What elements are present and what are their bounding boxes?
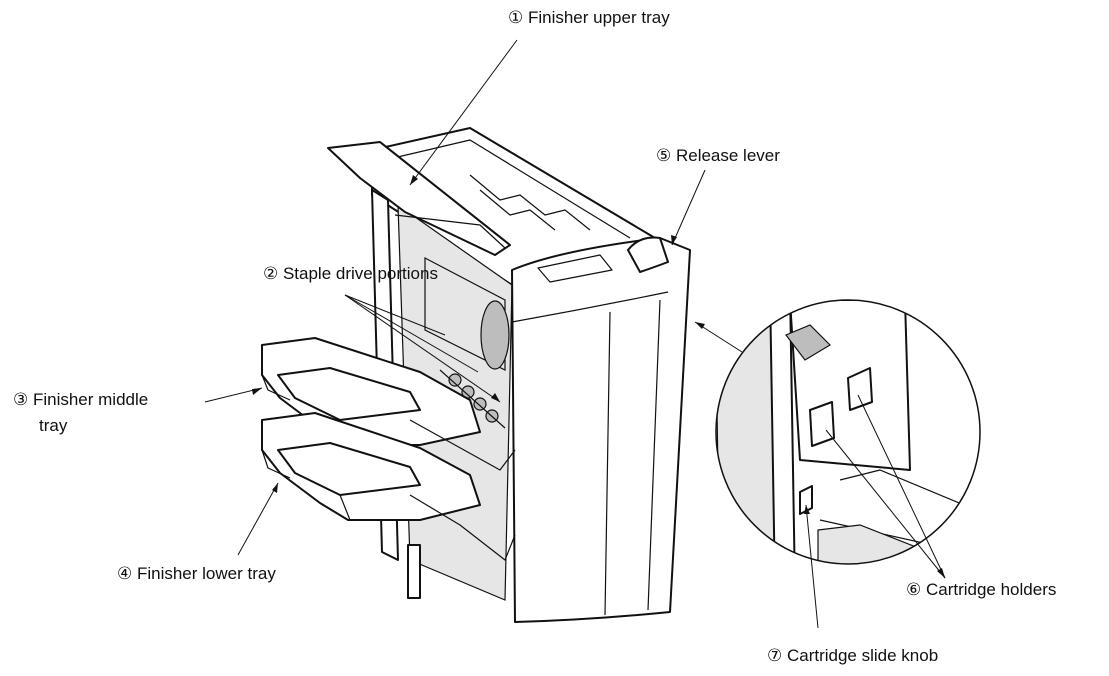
label-finisher-middle-tray: ③ Finisher middle xyxy=(13,390,149,409)
leader-lines xyxy=(204,39,946,629)
lower-tray xyxy=(261,412,516,561)
detail-magnifier xyxy=(715,299,981,565)
label-release-lever: ⑤ Release lever xyxy=(656,146,780,165)
cartridge-holders-detail xyxy=(809,367,873,447)
staple-drive-rollers xyxy=(439,369,506,429)
label-cartridge-holders: ⑥ Cartridge holders xyxy=(906,580,1057,599)
label-finisher-lower-tray: ④ Finisher lower tray xyxy=(117,564,276,583)
label-cartridge-slide-knob: ⑦ Cartridge slide knob xyxy=(767,646,939,665)
cartridge-slide-knob-detail xyxy=(799,485,813,515)
upper-tray xyxy=(327,141,511,256)
release-lever xyxy=(627,236,669,273)
label-staple-drive-portions: ② Staple drive portions xyxy=(263,264,438,283)
label-finisher-middle-tray-line2: tray xyxy=(39,416,68,435)
label-finisher-upper-tray: ① Finisher upper tray xyxy=(508,8,670,27)
